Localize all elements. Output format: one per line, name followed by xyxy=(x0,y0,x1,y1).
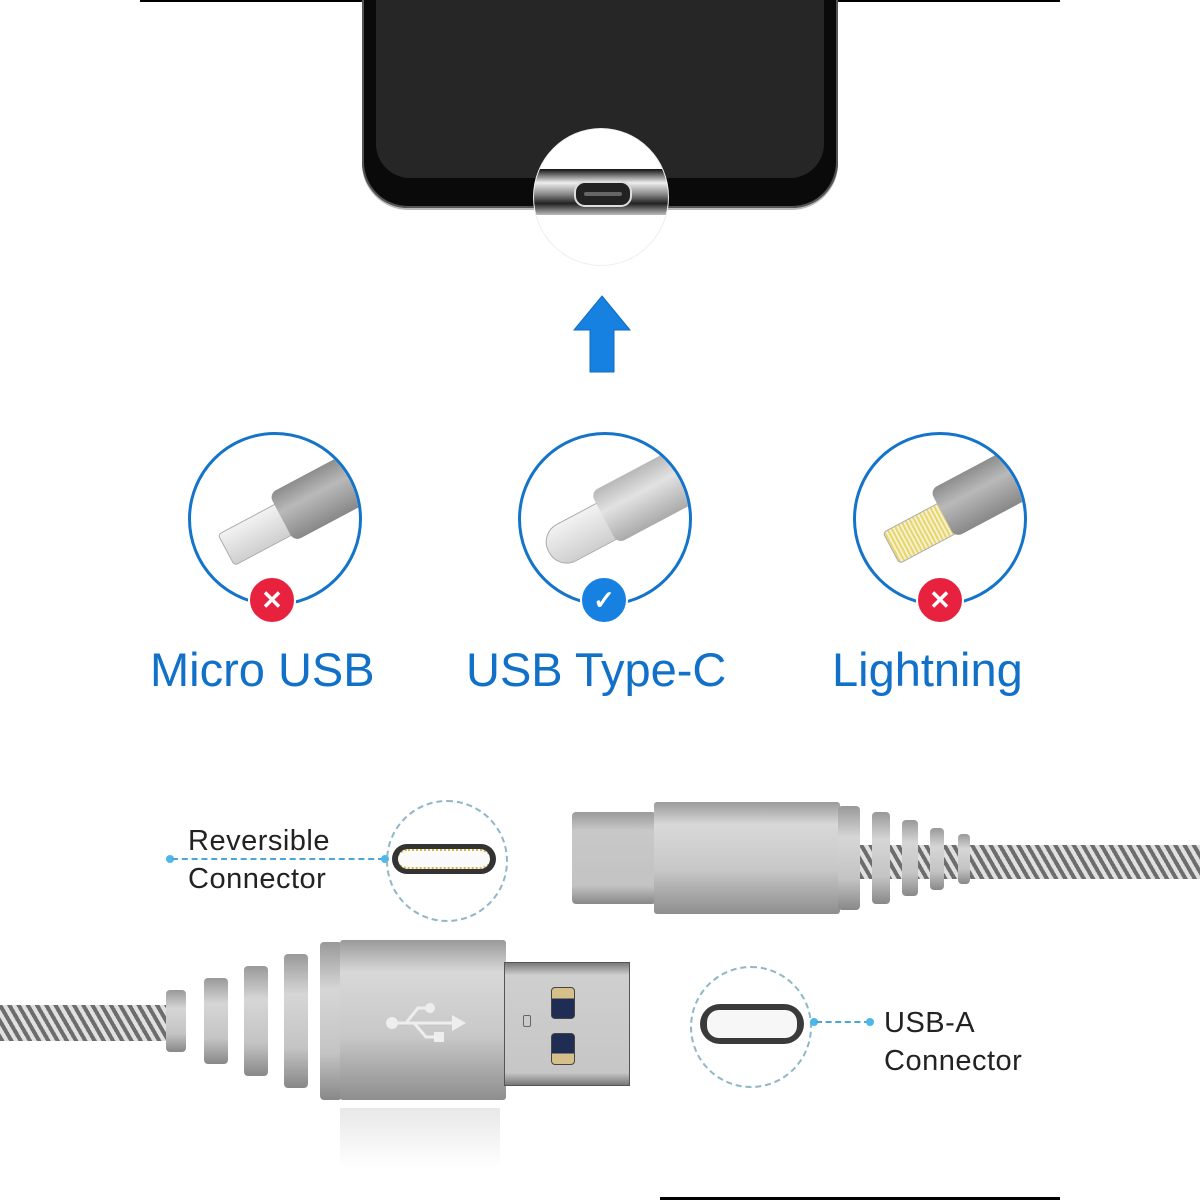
x-icon: ✕ xyxy=(916,576,964,624)
reversible-connector-callout: Reversible Connector xyxy=(188,825,330,895)
usb-c-port-icon xyxy=(574,181,632,207)
reflection xyxy=(340,1108,500,1168)
usb-a-housing xyxy=(340,940,506,1100)
strain-relief-ring xyxy=(204,978,228,1064)
strain-relief-ring xyxy=(958,834,970,884)
callout-line xyxy=(816,1021,870,1023)
strain-relief-ring xyxy=(284,954,308,1088)
lightning-label: Lightning xyxy=(832,643,1023,696)
usb-a-port-circle xyxy=(690,966,812,1088)
callout-dot xyxy=(866,1018,874,1026)
strain-relief-ring xyxy=(320,942,342,1100)
up-arrow-icon xyxy=(572,295,632,373)
braided-cable xyxy=(0,1005,170,1041)
reversible-port-circle xyxy=(386,800,508,922)
usb-a-connector-callout: USB-A Connector xyxy=(884,1007,1023,1077)
usb-a-plug-tip xyxy=(504,962,630,1086)
usb-c-port-icon xyxy=(392,844,496,874)
usb-a-port-icon xyxy=(700,1004,804,1044)
callout-dot xyxy=(381,855,389,863)
strain-relief-ring xyxy=(166,990,186,1052)
usb-c-housing xyxy=(654,802,840,914)
strain-relief-ring xyxy=(872,812,890,904)
callout-line xyxy=(172,858,384,860)
micro-usb-label: Micro USB xyxy=(150,643,375,696)
strain-relief-ring xyxy=(244,966,268,1076)
strain-relief-ring xyxy=(930,828,944,890)
usb-logo-icon xyxy=(386,1003,466,1042)
usb-c-plug-tip xyxy=(572,812,656,904)
usb-type-c-label: USB Type-C xyxy=(466,643,727,696)
strain-relief-ring xyxy=(838,806,860,910)
callout-dot xyxy=(166,855,174,863)
check-icon: ✓ xyxy=(580,576,628,624)
callout-dot xyxy=(810,1018,818,1026)
port-magnifier xyxy=(533,128,669,266)
bottom-border-line xyxy=(660,1197,1060,1200)
strain-relief-ring xyxy=(902,820,918,896)
x-icon: ✕ xyxy=(248,576,296,624)
